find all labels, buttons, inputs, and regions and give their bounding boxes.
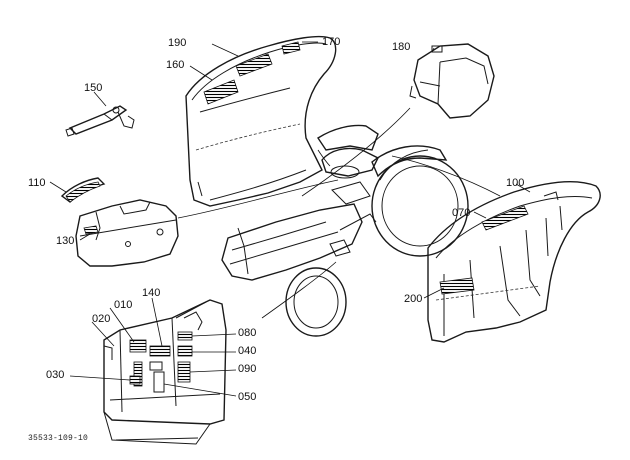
decal-050: [153, 371, 165, 393]
callout-030: 030: [46, 369, 65, 381]
decal-040: [149, 361, 163, 371]
decal-140: [149, 345, 171, 357]
tractor-body: [221, 124, 469, 337]
vent-grille-190: [235, 53, 273, 77]
decal-040b: [177, 345, 193, 357]
callout-190: 190: [168, 37, 187, 49]
vent-grille-200: [439, 277, 475, 295]
vent-grille-170: [281, 41, 301, 55]
callout-160: 160: [166, 59, 185, 71]
callout-180: 180: [392, 41, 411, 53]
callout-020: 020: [92, 313, 111, 325]
hood-right-panel: [427, 181, 601, 343]
vent-grille-160: [203, 79, 239, 105]
vent-grille-070: [481, 205, 529, 231]
callout-200: 200: [404, 293, 423, 305]
callout-130: 130: [56, 235, 75, 247]
decal-030: [129, 375, 141, 385]
document-id: 35533-109-10: [28, 434, 89, 443]
decal-020: [133, 361, 143, 387]
callout-070: 070: [452, 207, 471, 219]
decal-090: [177, 361, 191, 383]
hood-left-panel: [185, 35, 337, 207]
lever-assembly: [65, 105, 135, 137]
callout-090: 090: [238, 363, 257, 375]
callout-140: 140: [142, 287, 161, 299]
side-cover: [60, 177, 179, 267]
decal-080: [177, 331, 193, 341]
step-panel: [103, 299, 227, 445]
callout-150: 150: [84, 82, 103, 94]
callout-010: 010: [114, 299, 133, 311]
callout-050: 050: [238, 391, 257, 403]
callout-100: 100: [506, 177, 525, 189]
decal-010: [129, 339, 147, 353]
leader-lines: [49, 41, 531, 397]
rear-cover: [409, 43, 495, 119]
callout-040: 040: [238, 345, 257, 357]
callout-080: 080: [238, 327, 257, 339]
callout-170: 170: [322, 36, 341, 48]
callout-110: 110: [28, 177, 46, 189]
